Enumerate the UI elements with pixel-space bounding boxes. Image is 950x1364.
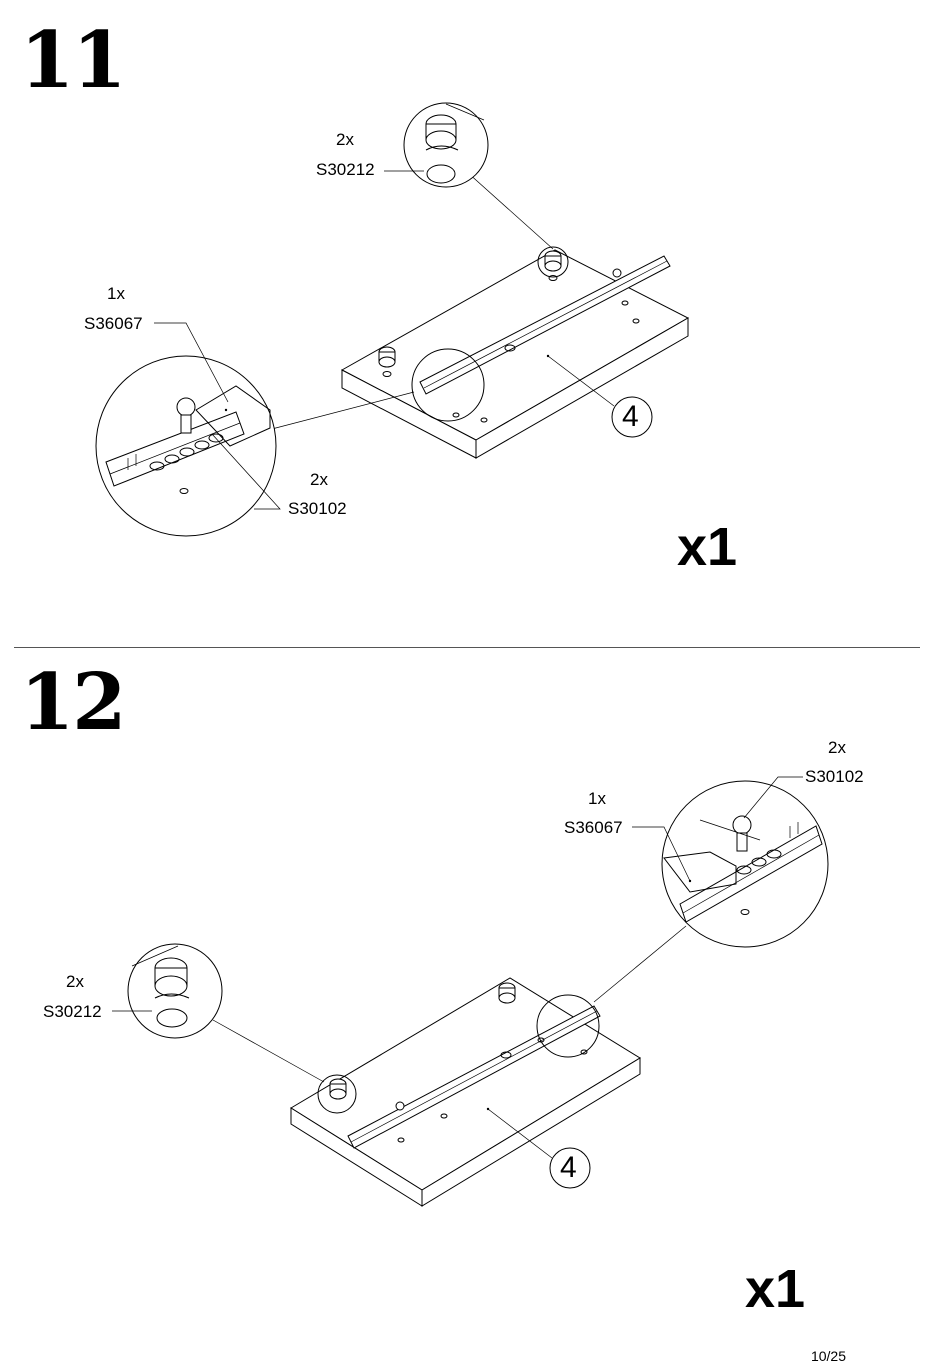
step12-cam-right xyxy=(498,982,516,1004)
step11-part1-qty: 2x xyxy=(336,130,354,149)
step12-part1-qty: 2x xyxy=(828,738,846,757)
step11-panel-drawing xyxy=(95,102,690,537)
step11-part1-code: S30212 xyxy=(316,160,375,179)
step12-number: 12 xyxy=(20,657,127,748)
step12-panel-drawing xyxy=(112,776,829,1207)
step11-part3-qty: 2x xyxy=(310,470,328,489)
step11-part2-qty: 1x xyxy=(107,284,125,303)
step12-part1-code: S30102 xyxy=(805,767,864,786)
step12-cam-left xyxy=(329,1078,347,1100)
step11-callout-part: 4 xyxy=(622,400,639,433)
step11-zoom-rail xyxy=(95,355,277,537)
step11-part2-code: S36067 xyxy=(84,314,143,333)
step11-part3-code: S30102 xyxy=(288,499,347,518)
step11-cam-right xyxy=(544,250,562,281)
step12-zoom-cam xyxy=(127,943,223,1039)
step12-part3-code: S30212 xyxy=(43,1002,102,1021)
step12-callout-part: 4 xyxy=(560,1151,577,1184)
step12-zoom-rail xyxy=(661,780,829,948)
step11-quantity: x1 xyxy=(677,517,738,577)
step12-part2-qty: 1x xyxy=(588,789,606,808)
step11-zoom-cam xyxy=(403,102,489,188)
step12-quantity: x1 xyxy=(745,1259,806,1319)
step12-part2-code: S36067 xyxy=(564,818,623,837)
step12-part3-qty: 2x xyxy=(66,972,84,991)
page-number: 10/25 xyxy=(810,1348,846,1364)
step11-cam-left xyxy=(378,346,396,377)
step11-number: 11 xyxy=(20,15,127,106)
step-divider xyxy=(14,647,920,648)
